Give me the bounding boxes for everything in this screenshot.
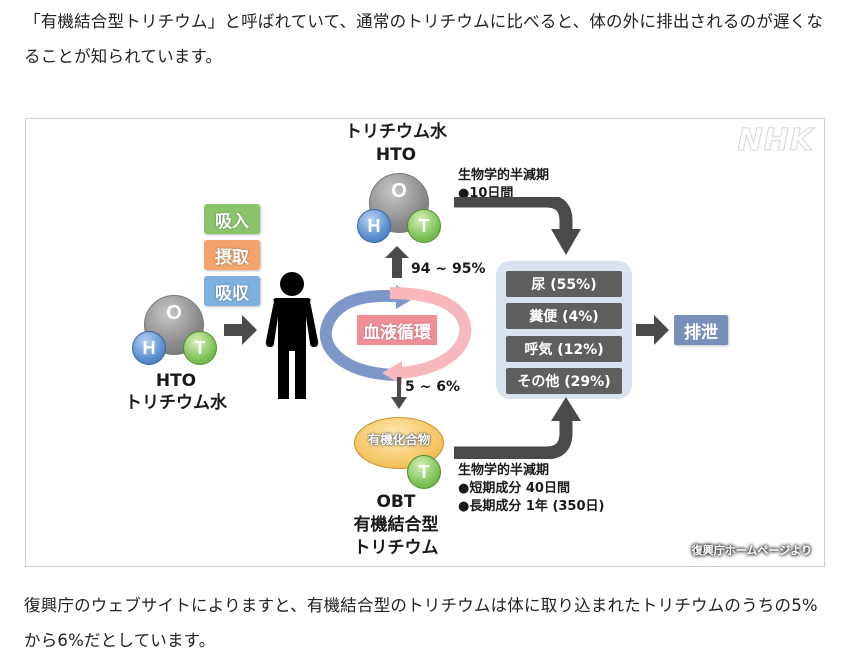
hydrogen-atom-icon: H bbox=[132, 331, 166, 365]
tritium-atom-label: T bbox=[418, 461, 430, 482]
person-icon bbox=[265, 272, 319, 399]
up-arrow-icon bbox=[385, 246, 409, 278]
down-percent-label: 5 ~ 6% bbox=[405, 379, 460, 395]
left-molecule-label-formula: HTO bbox=[155, 371, 197, 391]
top-bent-arrow-icon bbox=[454, 197, 581, 255]
intake-tag-absorption: 吸収 bbox=[204, 276, 260, 306]
excretion-item-feces: 糞便 (4%) bbox=[506, 303, 622, 329]
left-molecule-label: HTO トリチウム水 bbox=[116, 370, 236, 414]
excretion-label: 排泄 bbox=[674, 315, 728, 345]
organic-compound-label: 有機化合物 bbox=[367, 432, 431, 447]
bottom-halflife-short: ●短期成分 40日間 bbox=[458, 481, 570, 496]
tritium-atom-icon: T bbox=[407, 455, 441, 489]
hydrogen-atom-label: H bbox=[142, 337, 156, 358]
tritium-atom-icon: T bbox=[183, 331, 217, 365]
excretion-item-other: その他 (29%) bbox=[506, 368, 622, 394]
top-molecule-title-formula: HTO bbox=[375, 145, 417, 165]
tritium-atom-icon: T bbox=[407, 209, 441, 243]
excretion-breakdown-box: 尿 (55%) 糞便 (4%) 呼気 (12%) その他 (29%) bbox=[496, 261, 632, 399]
top-halflife-title: 生物学的半減期 bbox=[458, 168, 550, 183]
oxygen-atom-label: O bbox=[391, 180, 407, 202]
top-molecule-title-name: トリチウム水 bbox=[345, 122, 447, 142]
oxygen-atom-label: O bbox=[166, 302, 182, 324]
intake-tag-inhalation: 吸入 bbox=[204, 204, 260, 234]
obt-label-line2: 有機結合型 bbox=[353, 515, 439, 535]
up-percent-label: 94 ~ 95% bbox=[411, 261, 486, 277]
obt-label-abbr: OBT bbox=[376, 492, 416, 512]
excretion-item-urine: 尿 (55%) bbox=[506, 271, 622, 297]
blood-circulation-label: 血液循環 bbox=[357, 315, 437, 345]
top-molecule-title: トリチウム水 HTO bbox=[326, 121, 466, 167]
hydrogen-atom-label: H bbox=[367, 215, 381, 236]
hydrogen-atom-icon: H bbox=[357, 209, 391, 243]
obt-label-line3: トリチウム bbox=[353, 538, 439, 558]
bottom-halflife-long: ●長期成分 1年 (350日) bbox=[458, 499, 605, 514]
left-molecule-label-name: トリチウム水 bbox=[125, 393, 227, 413]
bottom-halflife-title: 生物学的半減期 bbox=[458, 463, 550, 478]
obt-label: OBT 有機結合型 トリチウム bbox=[336, 491, 456, 560]
bottom-bent-arrow-icon bbox=[454, 397, 581, 459]
nhk-watermark: NHK bbox=[737, 123, 814, 159]
down-arrow-icon bbox=[391, 377, 407, 409]
tritium-atom-label: T bbox=[194, 337, 206, 358]
image-credit: 復興庁ホームページより bbox=[691, 544, 812, 557]
excretion-item-breath: 呼気 (12%) bbox=[506, 336, 622, 362]
paragraph-bottom: 復興庁のウェブサイトによりますと、有機結合型のトリチウムは体に取り込まれたトリチ… bbox=[24, 596, 818, 650]
tritium-atom-label: T bbox=[418, 215, 430, 236]
intake-tag-ingestion: 摂取 bbox=[204, 240, 260, 270]
tritium-diagram-figure: NHK O H T HTO トリチウム水 吸入 摂取 吸収 トリチウム水 HTO… bbox=[25, 118, 825, 567]
paragraph-top: 「有機結合型トリチウム」と呼ばれていて、通常のトリチウムに比べると、体の外に排出… bbox=[24, 12, 824, 66]
intake-arrow-icon bbox=[224, 315, 257, 345]
excretion-arrow-icon bbox=[636, 315, 669, 345]
